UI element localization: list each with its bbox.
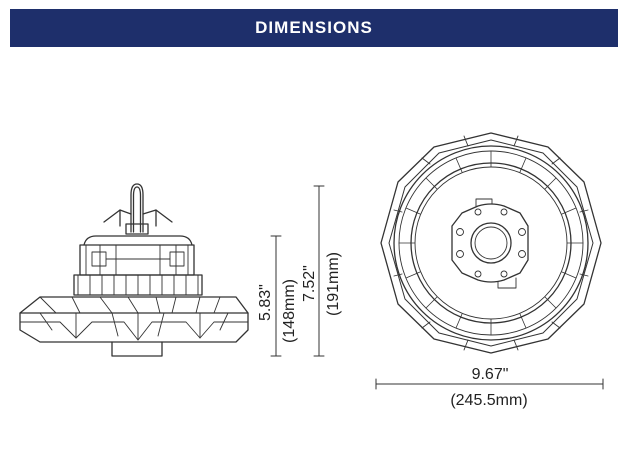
height-dimension-line (270, 235, 282, 357)
height-mm-label: (148mm) (281, 279, 298, 343)
total-height-inches-label: 7.52" (301, 265, 318, 302)
total-height-mm-label: (191mm) (325, 252, 342, 316)
height-inches-label: 5.83" (257, 284, 274, 321)
total-height-dimension-line (313, 185, 325, 357)
diameter-inches-label: 9.67" (472, 366, 509, 383)
side-view-drawing (19, 183, 249, 357)
dimensions-banner: DIMENSIONS (10, 9, 618, 47)
banner-title: DIMENSIONS (255, 18, 373, 37)
top-view-drawing (380, 132, 602, 354)
diameter-dimension-line (375, 378, 604, 390)
diameter-mm-label: (245.5mm) (450, 392, 527, 409)
